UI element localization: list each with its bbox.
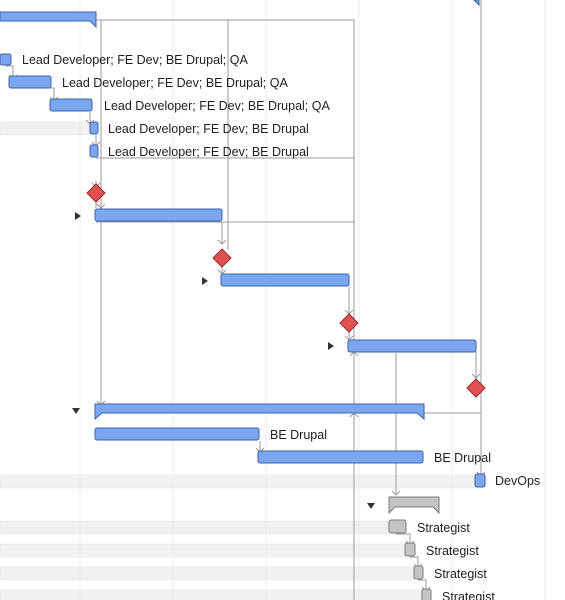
task-resource-label: Lead Developer; FE Dev; BE Drupal; QA <box>62 76 288 90</box>
task-bar[interactable] <box>347 339 477 353</box>
task-resource-label: Lead Developer; FE Dev; BE Drupal; QA <box>104 99 330 113</box>
task-resource-label: BE Drupal <box>434 451 491 465</box>
row-stripe <box>0 520 389 535</box>
task-resource-label: DevOps <box>495 474 541 488</box>
row-stripe <box>0 566 415 581</box>
task-bar[interactable] <box>421 588 432 600</box>
row-stripe <box>0 543 406 558</box>
row-stripe <box>0 121 92 136</box>
task-bar[interactable] <box>49 98 93 112</box>
arrowhead-icon <box>471 373 481 379</box>
task-bar[interactable] <box>257 450 424 464</box>
milestone-diamond-icon[interactable] <box>339 313 359 333</box>
row-stripe <box>0 474 479 489</box>
dependency-link <box>410 556 419 568</box>
collapse-toggle-icon[interactable] <box>367 503 375 509</box>
task-bar[interactable] <box>89 121 99 135</box>
summary-bar[interactable] <box>94 403 425 421</box>
task-bar[interactable] <box>474 473 486 488</box>
milestone-diamond-icon[interactable] <box>212 248 232 268</box>
expand-toggle-icon[interactable] <box>202 277 208 285</box>
task-bar[interactable] <box>94 208 223 222</box>
summary-bar[interactable] <box>473 0 480 7</box>
task-bar[interactable] <box>388 519 407 534</box>
task-bar[interactable] <box>413 565 424 580</box>
summary-bar[interactable] <box>388 496 440 515</box>
arrowhead-icon <box>391 490 401 496</box>
task-bar[interactable] <box>94 427 260 441</box>
task-resource-label: Strategist <box>434 567 487 581</box>
task-resource-label: Strategist <box>426 544 479 558</box>
collapse-toggle-icon[interactable] <box>72 408 80 414</box>
task-resource-label: Lead Developer; FE Dev; BE Drupal <box>108 145 309 159</box>
task-resource-label: BE Drupal <box>270 428 327 442</box>
milestone-diamond-icon[interactable] <box>466 378 486 398</box>
task-resource-label: Strategist <box>442 590 495 600</box>
expand-toggle-icon[interactable] <box>75 212 81 220</box>
task-resource-label: Lead Developer; FE Dev; BE Drupal; QA <box>22 53 248 67</box>
milestone-diamond-icon[interactable] <box>86 183 106 203</box>
dependency-link <box>396 533 411 545</box>
dependency-link <box>6 65 14 78</box>
expand-toggle-icon[interactable] <box>328 342 334 350</box>
task-bar[interactable] <box>8 75 52 89</box>
task-bar[interactable] <box>404 542 416 557</box>
row-stripe <box>0 589 422 600</box>
summary-bar[interactable] <box>0 11 97 29</box>
arrowhead-icon <box>217 239 227 245</box>
task-bar[interactable] <box>220 273 350 287</box>
task-resource-label: Strategist <box>417 521 470 535</box>
task-bar[interactable] <box>0 53 12 66</box>
arrowhead-icon <box>96 203 106 209</box>
dependency-link <box>418 579 427 591</box>
task-bar[interactable] <box>89 144 99 158</box>
task-resource-label: Lead Developer; FE Dev; BE Drupal <box>108 122 309 136</box>
